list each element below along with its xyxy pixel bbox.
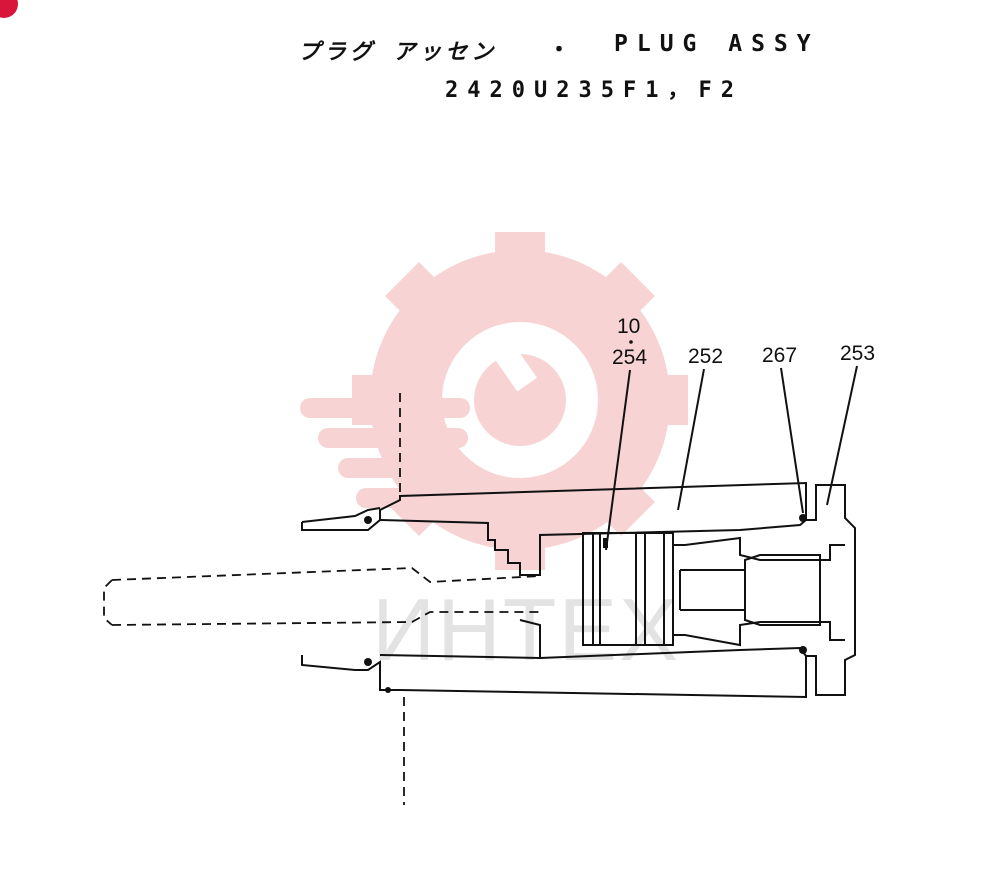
leader-253 xyxy=(826,365,858,506)
stem-tip xyxy=(103,579,113,626)
o-ring-267-lower xyxy=(799,646,807,654)
watermark-gear-icon xyxy=(300,232,688,570)
leader-254 xyxy=(605,369,631,551)
title-japanese: プラグ アッセン xyxy=(298,40,498,65)
callout-10-dot xyxy=(629,340,633,344)
plug-body-lower-outline xyxy=(301,655,400,691)
title-separator: ・ xyxy=(548,38,571,63)
plug-body-bore-upper xyxy=(379,519,807,576)
callout-10: 10 xyxy=(617,315,640,338)
stem-rod xyxy=(111,567,541,626)
callout-253: 253 xyxy=(840,342,875,365)
callout-252: 252 xyxy=(688,345,723,368)
callout-267: 267 xyxy=(762,344,797,367)
callout-254: 254 xyxy=(612,346,647,369)
part-number: 2420U235F1，F2 xyxy=(445,78,743,103)
title-english: PLUG ASSY xyxy=(614,31,820,57)
o-ring-left-lower xyxy=(364,658,372,666)
valve-poppet xyxy=(744,554,821,626)
plug-body-inner-step-upper xyxy=(301,507,381,523)
o-ring-left-upper xyxy=(364,516,372,524)
spool-254 xyxy=(582,532,674,646)
backup-ring xyxy=(385,687,391,693)
leader-252 xyxy=(677,368,705,511)
o-ring-267-upper xyxy=(799,514,807,522)
corner-badge xyxy=(0,0,18,18)
leader-267 xyxy=(780,367,804,514)
watermark-text: ИНТЕХ xyxy=(372,580,680,679)
